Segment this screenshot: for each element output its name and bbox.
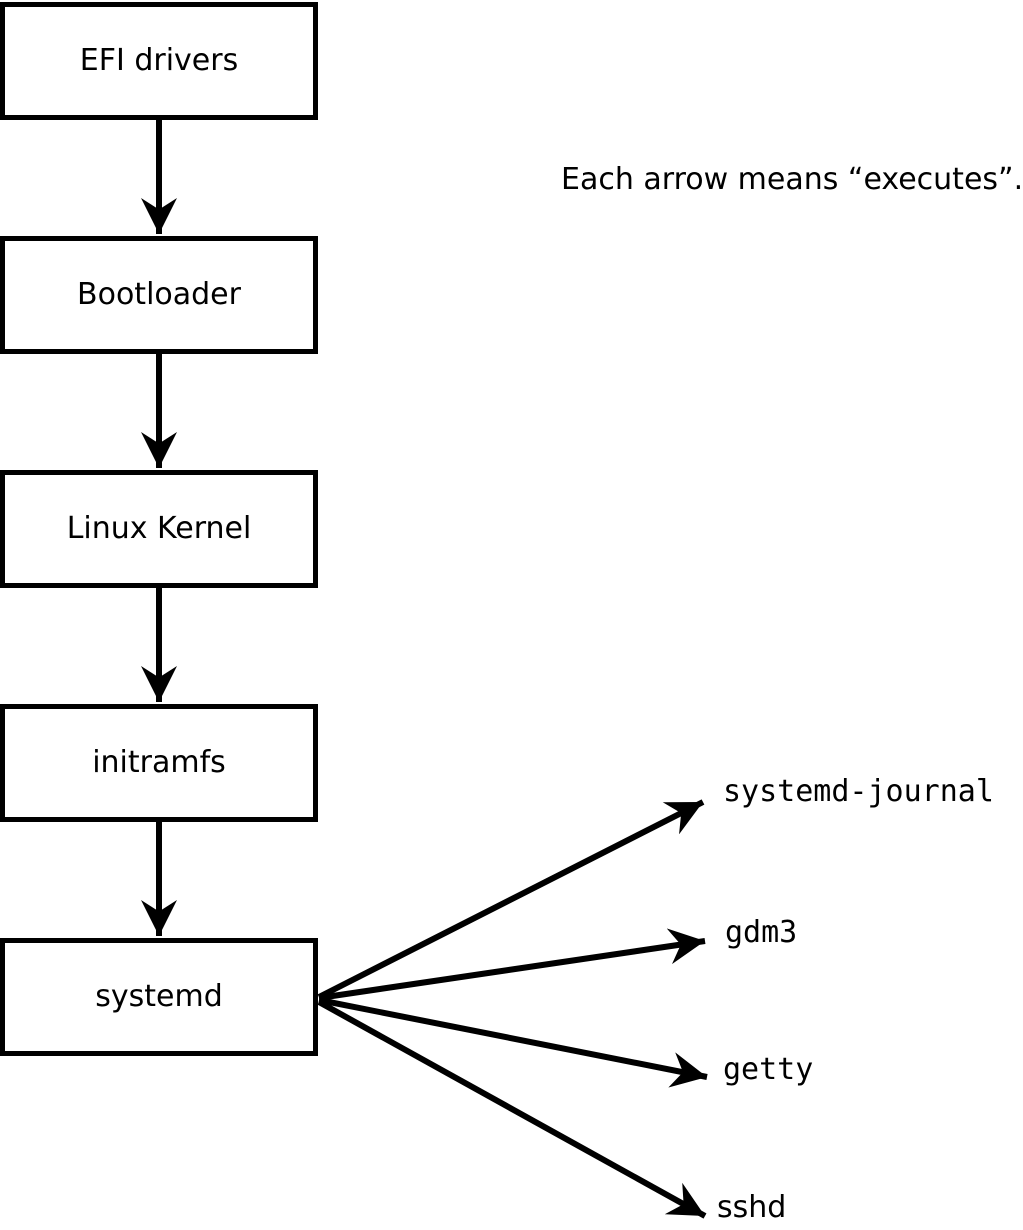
box-systemd-label: systemd (95, 979, 223, 1014)
executes-arrow-systemd-to-sshd (317, 999, 707, 1219)
box-efi-drivers: EFI drivers (0, 2, 318, 120)
executes-arrow-systemd-to-journal (317, 799, 705, 1000)
box-linux-kernel: Linux Kernel (0, 470, 318, 588)
box-linux-kernel-label: Linux Kernel (66, 511, 252, 546)
arrow-meaning-note: Each arrow means “executes”. (561, 162, 1023, 197)
box-bootloader: Bootloader (0, 236, 318, 354)
box-initramfs-label: initramfs (92, 745, 226, 780)
label-getty: getty (723, 1052, 814, 1087)
box-bootloader-label: Bootloader (77, 277, 241, 312)
box-efi-drivers-label: EFI drivers (79, 43, 239, 78)
executes-arrow-systemd-to-getty (318, 997, 708, 1088)
label-systemd-journal: systemd-journal (723, 774, 994, 809)
executes-arrow-systemd-to-gdm3 (318, 928, 706, 1001)
label-gdm3: gdm3 (725, 915, 798, 950)
box-systemd: systemd (0, 938, 318, 1056)
label-sshd: sshd (717, 1190, 787, 1225)
box-initramfs: initramfs (0, 704, 318, 822)
